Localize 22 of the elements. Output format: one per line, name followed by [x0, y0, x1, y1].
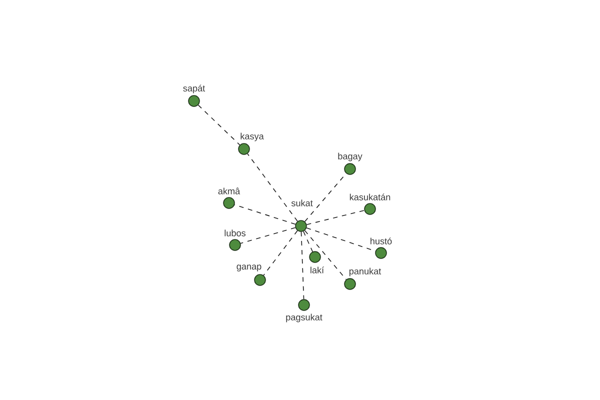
node-label: kasukatán — [350, 194, 390, 200]
dashed-line — [300, 231, 304, 300]
node-label: pagsukat — [286, 314, 322, 322]
node-label: ganap — [236, 264, 262, 272]
dashed-line — [304, 230, 347, 280]
node-label: lubos — [224, 230, 246, 236]
dashed-line — [303, 230, 313, 252]
node-label: hustó — [370, 238, 392, 244]
node-label: panukat — [349, 268, 382, 276]
node-label: sukat — [291, 200, 313, 206]
node-label: sapát — [183, 84, 206, 94]
node-label: kasya — [240, 132, 264, 142]
dashed-line — [263, 230, 298, 276]
dashed-line — [198, 104, 240, 146]
node-label: lakí — [310, 266, 324, 274]
dashed-line — [306, 210, 365, 225]
node-label: akmâ — [218, 188, 240, 194]
dashed-line — [306, 227, 376, 252]
dashed-line — [234, 204, 296, 225]
node-label: bagay — [338, 152, 362, 162]
dashed-line — [240, 227, 296, 244]
dashed-line — [247, 153, 298, 222]
